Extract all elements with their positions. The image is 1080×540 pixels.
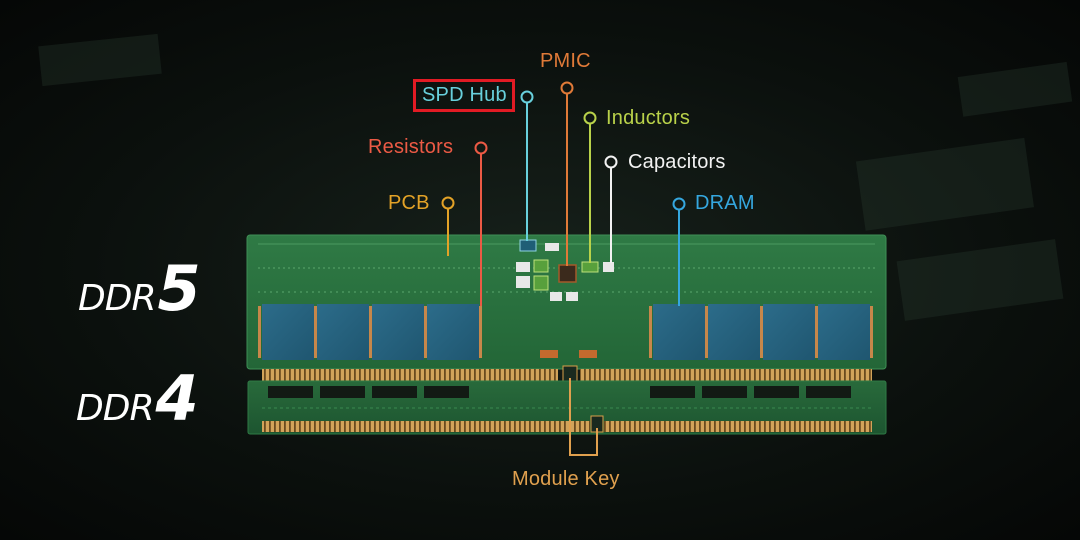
pcb-label: PCB [388,192,430,214]
capacitor [545,243,559,251]
module-key-label: Module Key [512,468,620,490]
ddr5-module [246,234,887,383]
capacitor [516,276,530,288]
ddr4-prefix: DDR [76,388,154,429]
ddr5-pins-left [262,369,558,382]
resistor-pads [540,350,558,358]
inductors-label: Inductors [606,107,691,129]
dram-marker [672,197,686,211]
dram-chip [262,304,314,360]
spd-hub-label: SPD Hub [422,84,507,106]
dram-chips-right [653,304,870,360]
capacitor [516,262,530,272]
dram-chip [317,304,369,360]
ddr4-pins-left [262,421,590,432]
dram-chip [818,304,870,360]
ddr5-label: DDR5 [78,252,201,325]
dram-chip [653,304,705,360]
capacitors-marker [604,155,618,169]
background-circuitry [38,33,1073,321]
dram-chip [427,304,479,360]
resistor-pads [579,350,597,358]
capacitor [603,262,614,272]
dram-chips-left [262,304,479,360]
capacitors-label: Capacitors [628,151,726,173]
resistors-marker [474,141,488,155]
pmic-marker [560,81,574,95]
ddr4-module [247,380,887,435]
inductor [533,259,549,273]
ddr5-prefix: DDR [78,278,156,319]
pmic-chip [558,264,577,283]
dram-chip [763,304,815,360]
ddr4-pins-right [604,421,872,432]
capacitor [550,292,562,301]
ddr4-chips [268,386,851,398]
dram-chip [708,304,760,360]
inductor [581,261,599,273]
ddr5-generation: 5 [157,252,201,325]
inductors-marker [583,111,597,125]
spd-hub-chip [519,239,537,252]
center-components [516,239,614,358]
dram-chip [372,304,424,360]
spd-hub-highlight-box [413,79,515,112]
ddr4-label: DDR4 [76,362,199,435]
ddr4-generation: 4 [155,362,199,435]
leader-lines [441,81,686,456]
resistor-strips [258,306,873,358]
pcb-marker [441,196,455,210]
ddr5-pins-right [580,369,872,382]
resistors-label: Resistors [368,136,454,158]
spd-hub-marker [520,90,534,104]
module-key-leader [569,378,598,456]
capacitor [566,292,578,301]
inductor [533,275,549,291]
dram-label: DRAM [695,192,755,214]
pmic-label: PMIC [540,50,591,72]
